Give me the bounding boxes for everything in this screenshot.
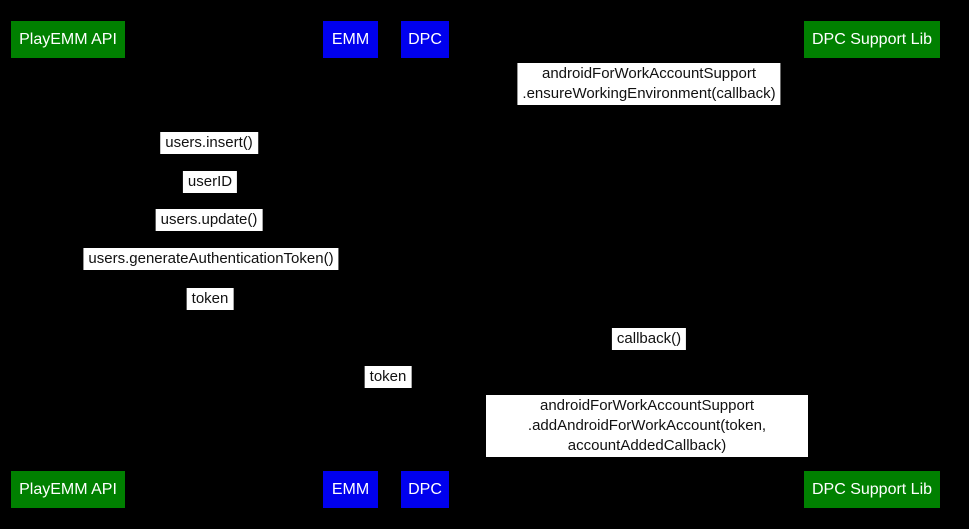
actor-dpc-bottom: DPC (401, 471, 449, 508)
message-ensure-working-environment: androidForWorkAccountSupport .ensureWork… (517, 63, 781, 105)
message-users-insert: users.insert() (160, 132, 258, 154)
actor-playemm-api-top: PlayEMM API (11, 21, 125, 58)
actor-dpc-support-lib-bottom: DPC Support Lib (804, 471, 940, 508)
message-add-android-for-work-account: androidForWorkAccountSupport .addAndroid… (486, 395, 808, 457)
lifeline-dpc-support-lib (871, 58, 872, 471)
actor-emm-bottom: EMM (323, 471, 378, 508)
message-users-update: users.update() (155, 209, 263, 231)
actor-dpc-support-lib-top: DPC Support Lib (804, 21, 940, 58)
lifeline-playemm-api (68, 58, 69, 471)
actor-emm-top: EMM (323, 21, 378, 58)
lifeline-dpc (425, 58, 426, 471)
message-callback: callback() (611, 328, 687, 350)
message-token-to-emm: token (186, 288, 234, 310)
actor-dpc-top: DPC (401, 21, 449, 58)
message-token-to-dpc: token (364, 366, 412, 388)
message-generate-authentication-token: users.generateAuthenticationToken() (83, 248, 339, 270)
message-user-id: userID (182, 171, 238, 193)
lifeline-emm (350, 58, 351, 471)
actor-playemm-api-bottom: PlayEMM API (11, 471, 125, 508)
